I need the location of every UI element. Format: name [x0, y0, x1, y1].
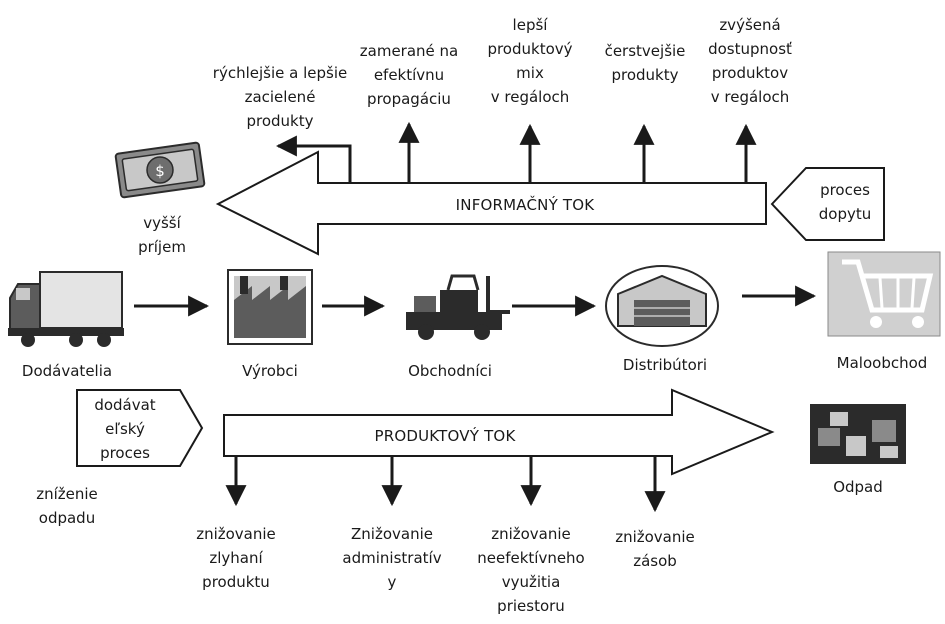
truck-icon [8, 271, 124, 347]
forklift-icon [406, 274, 510, 340]
money-icon: $ [114, 141, 206, 199]
reduction-arrows [225, 456, 666, 513]
chain-arrows [134, 285, 817, 317]
information-flow-arrow [215, 150, 767, 256]
factory-icon [227, 269, 313, 345]
node-label-suppliers: Dodávatelia [21, 362, 113, 380]
node-label-producers: Výrobci [242, 362, 298, 380]
waste-label: Odpad [833, 478, 883, 496]
information-flow-label: INFORMAČNÝ TOK [455, 196, 595, 214]
node-label-distributors: Distribútori [622, 356, 708, 374]
node-label-traders: Obchodníci [408, 362, 492, 380]
node-label-retail: Maloobchod [836, 354, 928, 372]
benefit-arrows [275, 121, 757, 183]
supplier-process-shape [76, 389, 204, 467]
shopping-cart-icon [827, 251, 941, 337]
warehouse-icon [605, 265, 719, 347]
svg-text:$: $ [155, 162, 165, 180]
benefit-arrow-1 [275, 135, 352, 183]
product-flow-arrow [223, 388, 775, 476]
demand-process-shape [770, 167, 885, 241]
waste-icon [810, 404, 906, 464]
product-flow-label: PRODUKTOVÝ TOK [374, 427, 516, 445]
